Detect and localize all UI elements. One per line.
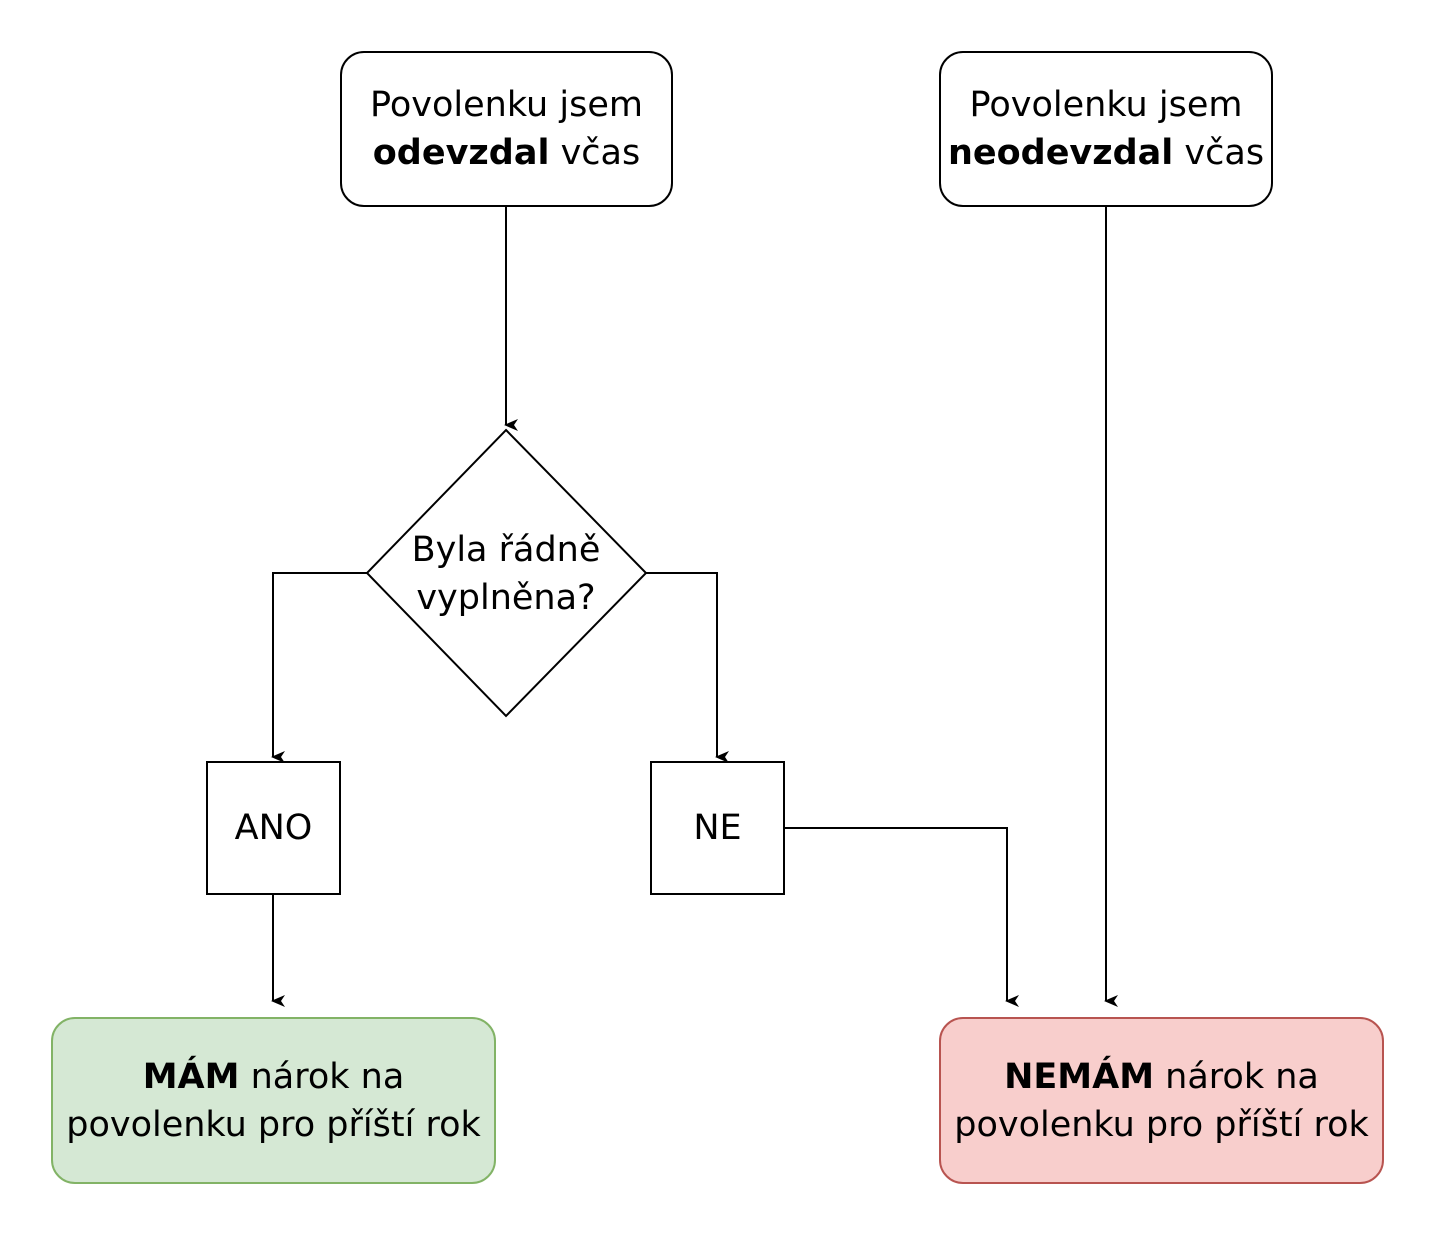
result-not-entitled-line2: povolenku pro příští rok: [954, 1104, 1369, 1145]
result-not-entitled-rest: nárok na: [1154, 1056, 1319, 1097]
decision-line1: Byla řádně: [411, 530, 601, 570]
decision-diamond: [365, 428, 648, 718]
result-entitled-node: MÁM nárok na povolenku pro příští rok: [51, 1017, 496, 1184]
yes-node: ANO: [206, 761, 341, 895]
start-not-on-time-bold: neodevzdal: [947, 133, 1174, 173]
result-not-entitled-bold: NEMÁM: [1004, 1056, 1155, 1097]
result-entitled-line2: povolenku pro příští rok: [66, 1104, 481, 1145]
edge-no-to-not-entitled: [785, 827, 1019, 1007]
no-node: NE: [650, 761, 785, 895]
edge-decision-to-no: [646, 572, 729, 763]
start-on-time-node: Povolenku jsem odevzdal včas: [340, 51, 673, 207]
start-on-time-line1: Povolenku jsem: [370, 85, 643, 125]
result-not-entitled-node: NEMÁM nárok na povolenku pro příští rok: [939, 1017, 1384, 1184]
start-not-on-time-line1: Povolenku jsem: [969, 85, 1243, 125]
decision-line2: vyplněna?: [416, 578, 596, 618]
result-entitled-rest: nárok na: [239, 1056, 405, 1097]
result-entitled-bold: MÁM: [142, 1056, 240, 1097]
edge-decision-to-yes: [271, 572, 367, 763]
no-label: NE: [693, 808, 742, 848]
yes-label: ANO: [234, 808, 313, 848]
start-not-on-time-rest: včas: [1173, 133, 1265, 173]
decision-label: Byla řádně vyplněna?: [386, 526, 626, 622]
start-not-on-time-node: Povolenku jsem neodevzdal včas: [939, 51, 1273, 207]
start-on-time-rest: včas: [549, 133, 641, 173]
start-on-time-bold: odevzdal: [372, 133, 550, 173]
